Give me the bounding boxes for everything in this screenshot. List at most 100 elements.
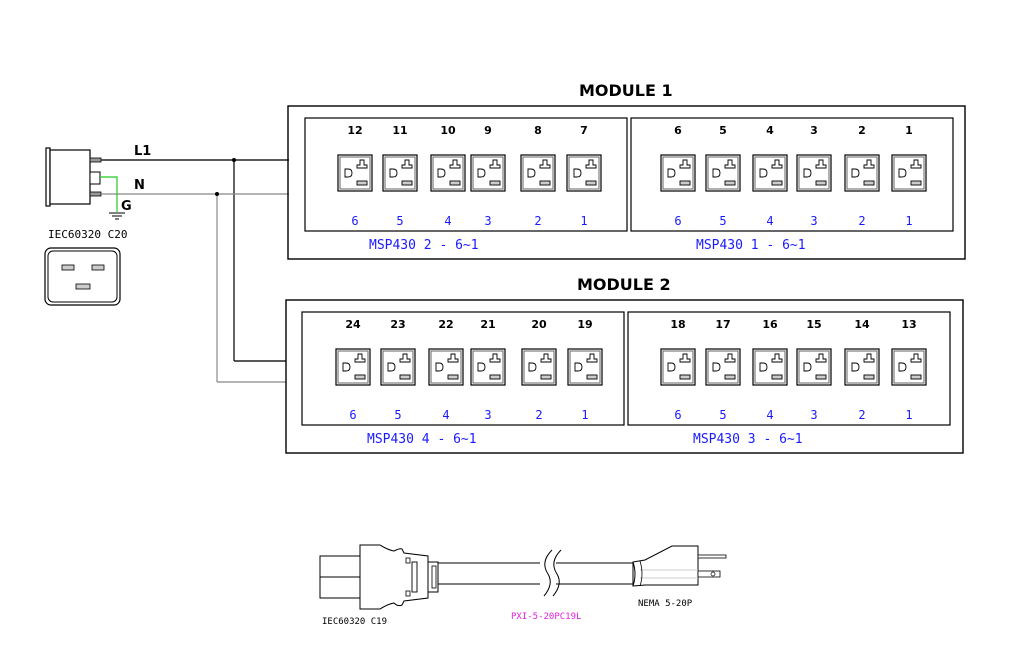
outlet-number: 16 [762, 318, 778, 331]
inlet-label: IEC60320 C20 [48, 228, 127, 241]
outlet-number: 7 [580, 124, 588, 137]
outlet-5-20r-icon [470, 348, 506, 386]
bank-frame [630, 117, 954, 232]
channel-number: 6 [674, 214, 681, 228]
channel-number: 4 [444, 214, 451, 228]
channel-number: 1 [581, 408, 588, 422]
outlet-number: 2 [858, 124, 866, 137]
module-frame [287, 105, 966, 260]
bank-label: MSP430 2 - 6~1 [369, 238, 479, 253]
outlet-5-20r-icon [891, 348, 927, 386]
channel-number: 5 [719, 214, 726, 228]
outlet-number: 5 [719, 124, 727, 137]
ground-wire-g [100, 176, 125, 220]
outlet-5-20r-icon [337, 154, 373, 192]
bank-frame [627, 311, 951, 426]
channel-number: 2 [858, 214, 865, 228]
bank-label: MSP430 4 - 6~1 [367, 432, 477, 447]
outlet-number: 10 [440, 124, 456, 137]
channel-number: 4 [766, 408, 773, 422]
outlet-number: 22 [438, 318, 453, 331]
outlet-number: 21 [480, 318, 495, 331]
outlet-number: 3 [810, 124, 818, 137]
outlet-5-20r-icon [796, 348, 832, 386]
channel-number: 5 [719, 408, 726, 422]
outlet-5-20r-icon [566, 154, 602, 192]
outlet-number: 23 [390, 318, 405, 331]
outlet-number: 12 [347, 124, 362, 137]
bank-label: MSP430 1 - 6~1 [696, 238, 806, 253]
channel-number: 3 [810, 408, 817, 422]
outlet-5-20r-icon [382, 154, 418, 192]
outlet-5-20r-icon [380, 348, 416, 386]
outlet-5-20r-icon [335, 348, 371, 386]
outlet-5-20r-icon [660, 348, 696, 386]
outlet-5-20r-icon [705, 154, 741, 192]
c20-face-icon [44, 247, 121, 306]
channel-number: 6 [674, 408, 681, 422]
outlet-5-20r-icon [752, 154, 788, 192]
module-title: MODULE 2 [577, 275, 671, 294]
outlet-number: 24 [345, 318, 361, 331]
outlet-5-20r-icon [430, 154, 466, 192]
power-cord-icon [319, 544, 727, 610]
c19-connector-label: IEC60320 C19 [322, 617, 387, 627]
outlet-5-20r-icon [844, 154, 880, 192]
channel-number: 2 [534, 214, 541, 228]
outlet-5-20r-icon [705, 348, 741, 386]
channel-number: 2 [535, 408, 542, 422]
module-frame [285, 299, 964, 454]
outlet-5-20r-icon [752, 348, 788, 386]
channel-number: 4 [766, 214, 773, 228]
outlet-number: 1 [905, 124, 913, 137]
wire-label-neutral: N [134, 178, 145, 193]
wire-label-ground: G [121, 199, 132, 214]
iec-c20-inlet-icon [45, 147, 102, 207]
outlet-5-20r-icon [520, 154, 556, 192]
outlet-number: 13 [901, 318, 916, 331]
channel-number: 1 [905, 408, 912, 422]
channel-number: 5 [396, 214, 403, 228]
wire-label-line: L1 [134, 144, 151, 159]
outlet-5-20r-icon [521, 348, 557, 386]
outlet-5-20r-icon [844, 348, 880, 386]
outlet-5-20r-icon [660, 154, 696, 192]
outlet-number: 4 [766, 124, 774, 137]
outlet-number: 8 [534, 124, 542, 137]
outlet-number: 17 [715, 318, 730, 331]
channel-number: 6 [351, 214, 358, 228]
bank-frame [301, 311, 625, 426]
channel-number: 6 [349, 408, 356, 422]
channel-number: 3 [484, 408, 491, 422]
outlet-number: 6 [674, 124, 682, 137]
channel-number: 3 [484, 214, 491, 228]
channel-number: 4 [442, 408, 449, 422]
channel-number: 2 [858, 408, 865, 422]
cord-model-label: PXI-5-20PC19L [511, 612, 581, 622]
neutral-wire-n [101, 192, 289, 383]
outlet-5-20r-icon [428, 348, 464, 386]
channel-number: 1 [905, 214, 912, 228]
outlet-5-20r-icon [891, 154, 927, 192]
line-wire-l1 [101, 158, 289, 362]
nema-plug-label: NEMA 5-20P [638, 599, 693, 609]
outlet-number: 15 [806, 318, 821, 331]
outlet-number: 20 [531, 318, 547, 331]
channel-number: 1 [580, 214, 587, 228]
bank-frame [304, 117, 628, 232]
outlet-5-20r-icon [470, 154, 506, 192]
module-title: MODULE 1 [579, 81, 673, 100]
outlet-5-20r-icon [567, 348, 603, 386]
channel-number: 5 [394, 408, 401, 422]
outlet-number: 11 [392, 124, 407, 137]
outlet-number: 18 [670, 318, 685, 331]
outlet-number: 9 [484, 124, 492, 137]
outlet-number: 19 [577, 318, 592, 331]
